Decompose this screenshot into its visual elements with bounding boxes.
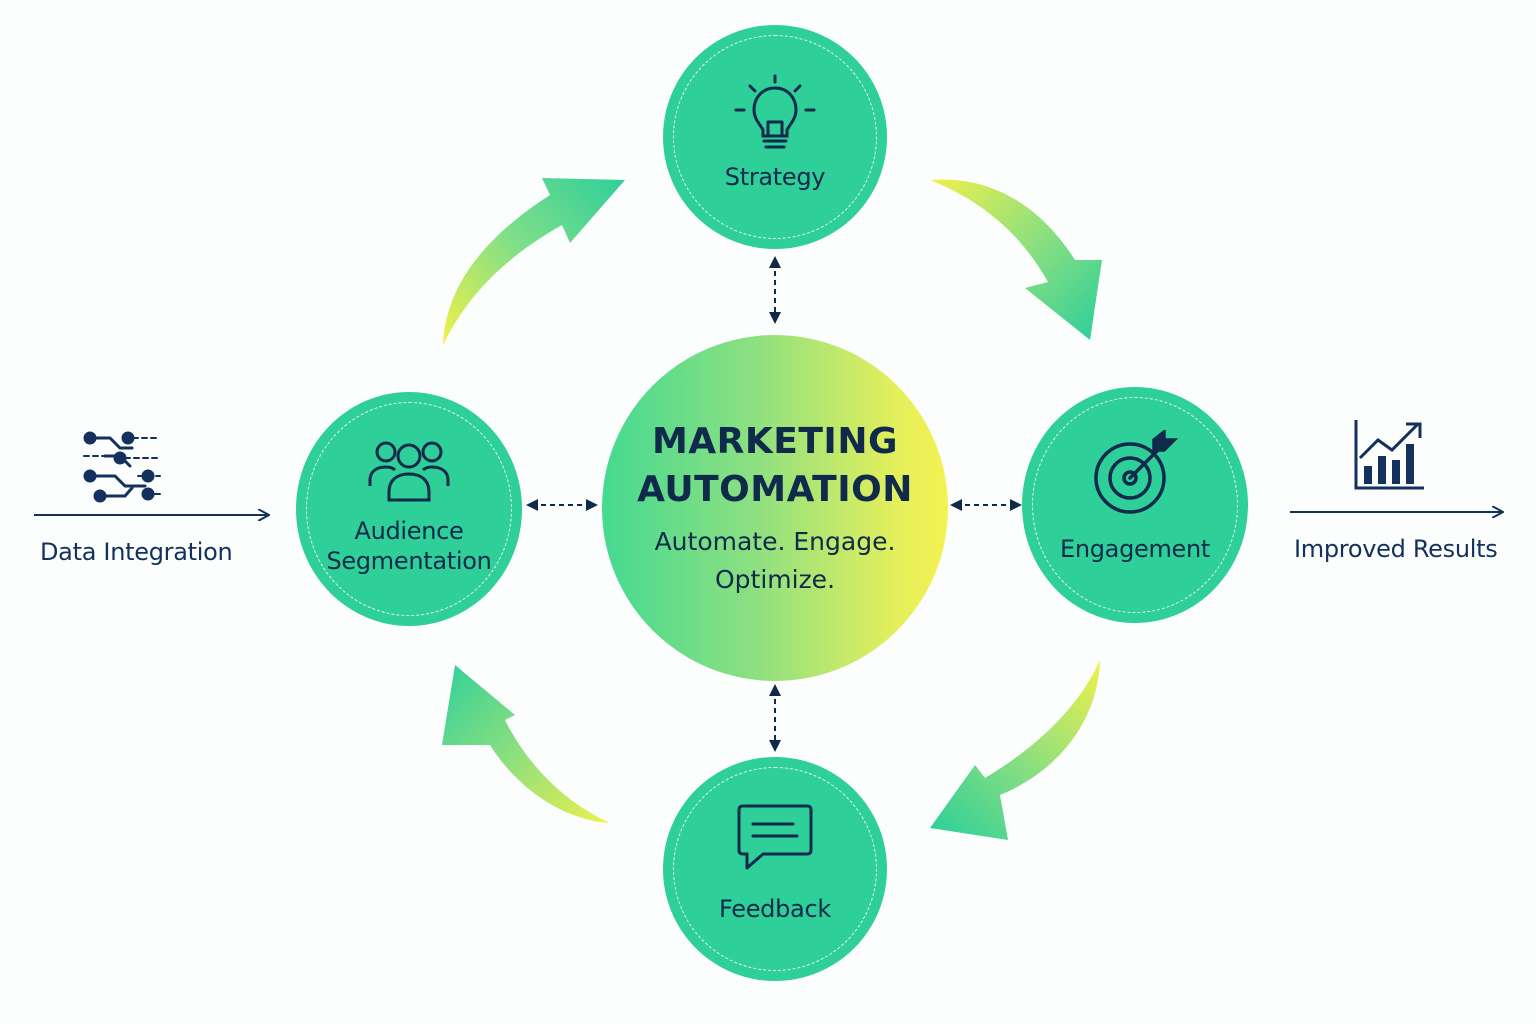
hub-title-line1: MARKETING [651,420,899,462]
audience-label-line1: Audience [354,517,464,545]
cycle-arrow-engagement-to-feedback [930,660,1100,840]
people-group-icon [368,441,450,502]
feedback-node: Feedback [663,757,887,981]
target-icon [1094,430,1179,515]
chat-bubble-icon [737,804,813,870]
feedback-label: Feedback [719,895,831,924]
lightbulb-icon [734,74,816,149]
hub-title-line2: AUTOMATION [637,468,913,510]
data-flow-icon [83,431,161,503]
audience-segmentation-node: Audience Segmentation [296,392,522,626]
engagement-label: Engagement [1059,535,1211,564]
audience-label-line2: Segmentation [326,547,492,575]
bar-chart-up-icon [1354,420,1424,490]
strategy-label: Strategy [724,163,826,192]
hub-tagline: Automate. Engage. Optimize. [654,527,896,594]
marketing-automation-hub: MARKETING AUTOMATION Automate. Engage. O… [602,335,948,681]
data-integration-label: Data Integration [40,538,233,566]
strategy-node: Strategy [663,25,887,249]
improved-results-label: Improved Results [1294,535,1498,563]
cycle-arrow-feedback-to-audience [442,665,610,823]
engagement-node: Engagement [1022,387,1248,623]
cycle-arrow-strategy-to-engagement [930,179,1102,340]
cycle-arrow-audience-to-strategy [443,178,625,345]
